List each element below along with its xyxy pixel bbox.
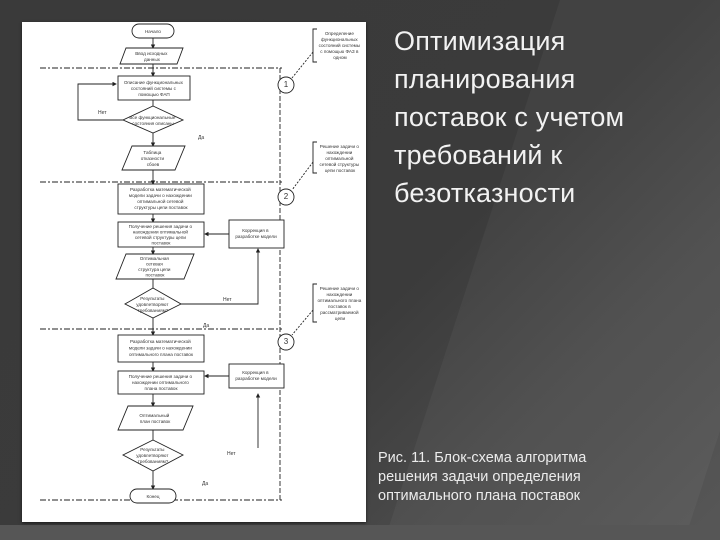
input-label: Ввод исходных данных bbox=[135, 51, 169, 62]
flowchart-diagram: Начало Ввод исходных данных Описание фун… bbox=[40, 23, 362, 504]
decision-all-described bbox=[121, 105, 185, 134]
decision3-label: Результаты удовлетворяют требованиям? bbox=[136, 447, 170, 464]
slide-title: Оптимизация планирования поставок с учет… bbox=[394, 22, 694, 212]
stage-2-number: 2 bbox=[284, 192, 289, 201]
correction-box-1 bbox=[228, 219, 285, 249]
process4-label: Разработка математической модели задачи … bbox=[129, 338, 194, 357]
stage-1-circle bbox=[277, 76, 295, 94]
start-label: Начало bbox=[145, 29, 161, 34]
process3-label: Получение решения задачи о нахождении оп… bbox=[129, 224, 194, 246]
stage-1-note: Определение функциональных состояний сис… bbox=[319, 31, 362, 60]
yes-label-3: Да bbox=[202, 481, 208, 487]
output-failure-table bbox=[121, 145, 186, 171]
figure-caption: Рис. 11. Блок-схема алгоритма решения за… bbox=[378, 449, 698, 506]
stage-1-number: 1 bbox=[284, 80, 289, 89]
process-plan-solution bbox=[117, 370, 205, 395]
title-line: Оптимизация bbox=[394, 26, 566, 56]
start-terminal bbox=[131, 23, 175, 39]
process2-label: Разработка математической модели задачи … bbox=[129, 186, 193, 210]
stage-2-note: Решение задачи о нахождении оптимальной … bbox=[320, 144, 361, 173]
decision2-label: Результаты удовлетворяют требованиям? bbox=[136, 296, 170, 313]
stage-3-note: Решение задачи о нахождении оптимального… bbox=[317, 286, 362, 321]
end-label: Конец bbox=[147, 494, 160, 499]
slide-bottom-band bbox=[0, 525, 720, 540]
process-plan-model bbox=[117, 334, 205, 363]
caption-line: решения задачи определения bbox=[378, 469, 581, 485]
process-describe-states bbox=[117, 75, 191, 101]
process-network-model bbox=[117, 183, 205, 215]
decision1-label: Все функциональные состояния описаны bbox=[129, 115, 176, 126]
yes-label-1: Да bbox=[198, 135, 204, 141]
output1-label: Таблица отказности сбоев bbox=[141, 150, 166, 167]
no-label-3: Нет bbox=[227, 451, 236, 457]
decision-requirements-2 bbox=[124, 287, 182, 319]
process5-label: Получение решения задачи о нахождении оп… bbox=[129, 374, 194, 391]
stage-3-circle bbox=[277, 333, 295, 351]
flowchart-figure: Начало Ввод исходных данных Описание фун… bbox=[22, 22, 366, 522]
correction-box-2 bbox=[228, 363, 285, 389]
title-line: планирования bbox=[394, 64, 576, 94]
process-network-solution bbox=[117, 221, 205, 248]
title-line: безотказности bbox=[394, 178, 576, 208]
stage-3-number: 3 bbox=[284, 337, 289, 346]
title-line: поставок с учетом bbox=[394, 102, 625, 132]
yes-label-2: Да bbox=[203, 323, 209, 329]
end-terminal bbox=[129, 488, 177, 504]
correction2-label: Коррекция в разработке модели bbox=[235, 370, 277, 381]
correction1-label: Коррекция в разработке модели bbox=[235, 228, 277, 239]
process1-label: Описание функциональных состояний систем… bbox=[124, 80, 184, 97]
caption-line: Рис. 11. Блок-схема алгоритма bbox=[378, 450, 587, 466]
caption-line: оптимального плана поставок bbox=[378, 488, 580, 504]
output-network-structure bbox=[115, 253, 195, 280]
no-label-2: Нет bbox=[223, 297, 232, 303]
stage-2-circle bbox=[277, 188, 295, 206]
output-optimal-plan bbox=[117, 405, 194, 431]
output2-label: Оптимальная сетевая структура цепи поста… bbox=[138, 256, 172, 278]
decision-requirements-3 bbox=[122, 439, 184, 472]
no-label-1: Нет bbox=[98, 110, 107, 116]
input-data bbox=[119, 47, 184, 65]
output3-label: Оптимальный план поставок bbox=[139, 412, 171, 424]
title-line: требований к bbox=[394, 140, 563, 170]
